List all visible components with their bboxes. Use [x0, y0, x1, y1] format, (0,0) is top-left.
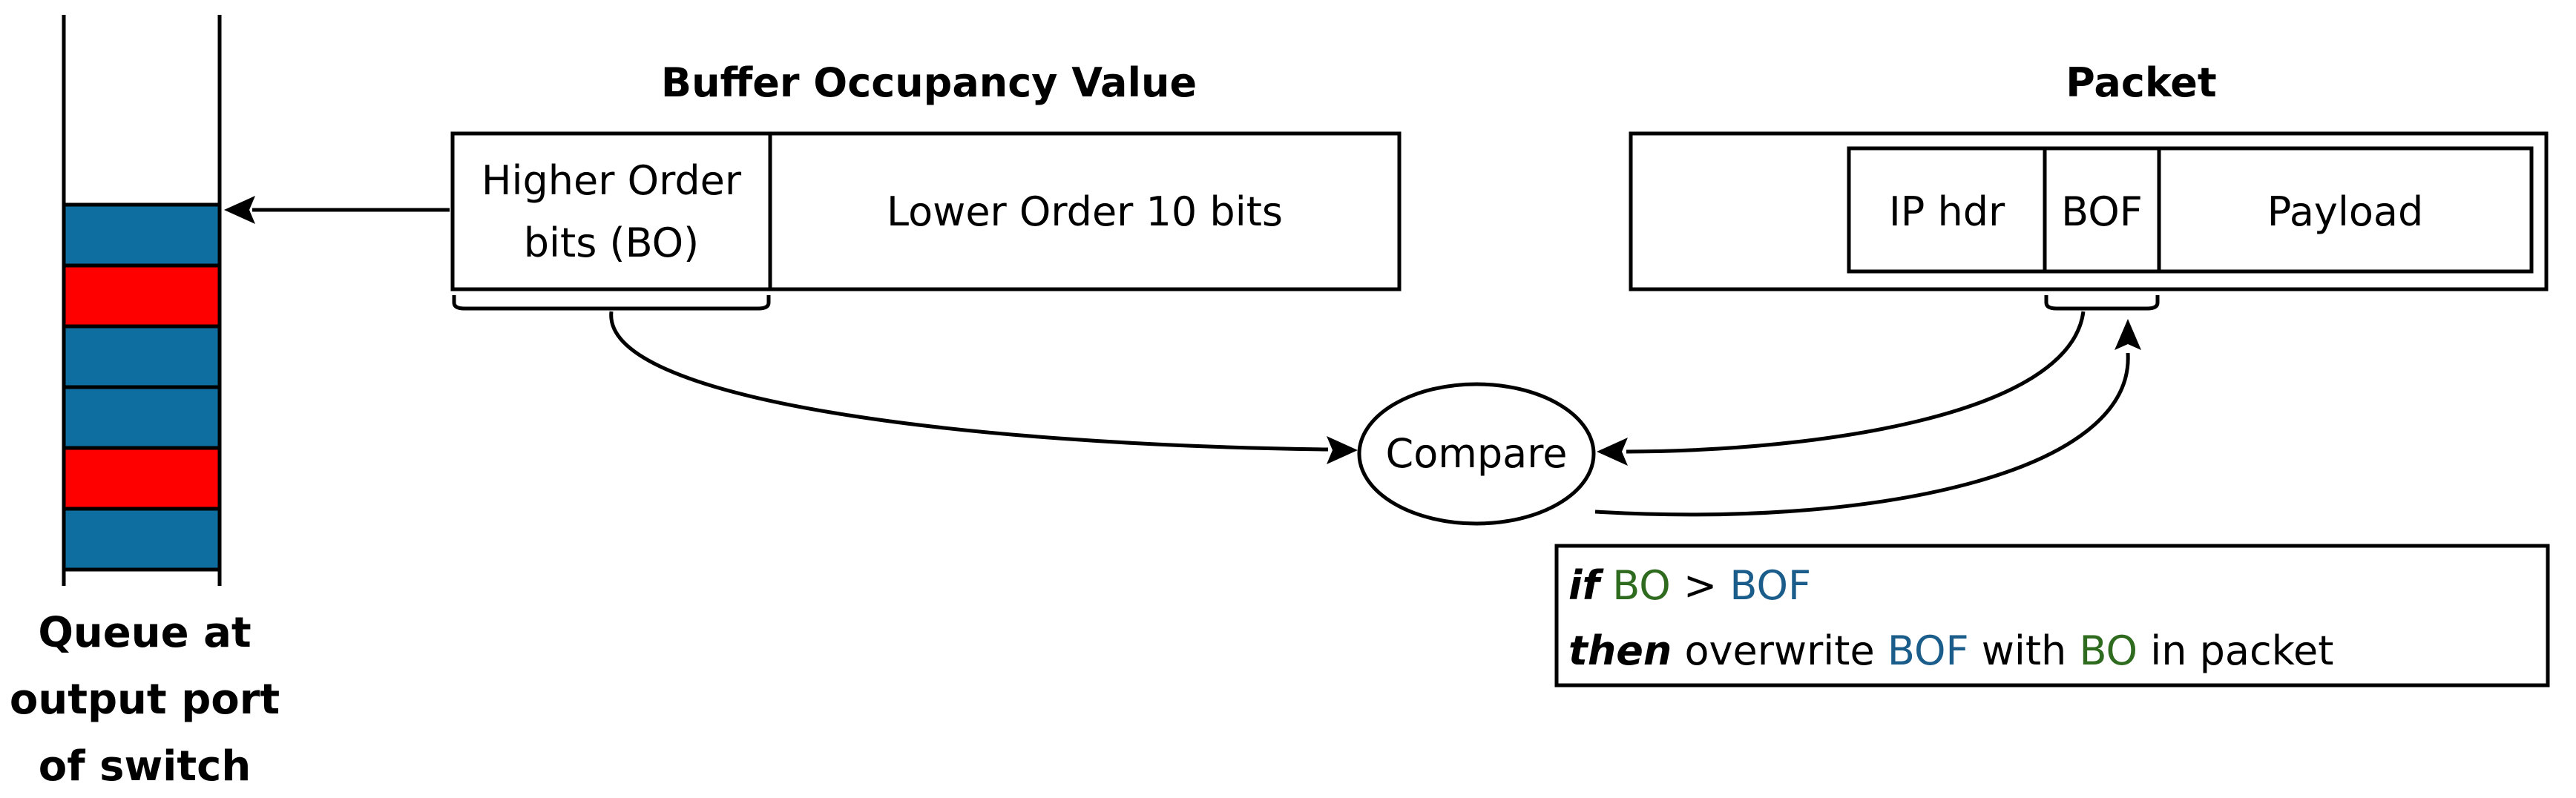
rule-if-keyword: if [1568, 562, 1605, 609]
buffer-high-bits-label-1: Higher Order [482, 157, 742, 204]
arrowhead-bof [2115, 319, 2141, 350]
queue-cell-blue [62, 507, 222, 572]
buffer-high-bits-cell [450, 131, 772, 291]
rule-line-if: if BO > BOF [1568, 562, 1811, 609]
buffer-value-box: Higher Order bits (BO) Lower Order 10 bi… [450, 131, 1402, 291]
packet-title: Packet [2066, 59, 2216, 106]
buffer-low-bits-cell [768, 131, 1402, 291]
rule-if-gt: > [1683, 562, 1717, 609]
rule-then-bof: BOF [1887, 627, 1969, 674]
rule-then-overwrite: overwrite [1685, 627, 1875, 674]
rule-if-bo: BO [1612, 562, 1671, 609]
rule-then-in-packet: in packet [2150, 627, 2333, 674]
buffer-low-bits-label: Lower Order 10 bits [887, 188, 1283, 235]
queue-cell-red [62, 263, 222, 329]
buffer-high-bits-brace [452, 295, 771, 311]
arrow-bof-to-compare [1626, 311, 2086, 454]
buffer-title: Buffer Occupancy Value [661, 59, 1197, 106]
queue-label-line-3: of switch [39, 742, 251, 791]
packet-bof-label: BOF [2061, 188, 2143, 235]
arrowhead-compare-right [1597, 438, 1628, 466]
arrowhead-compare-left [1327, 436, 1358, 464]
rule-then-with: with [1982, 627, 2067, 674]
compare-label: Compare [1386, 430, 1568, 477]
rule-line-then: then overwrite BOF with BO in packet [1568, 627, 2333, 674]
compare-node [1357, 382, 1596, 526]
packet-bof-brace [2044, 295, 2160, 311]
packet-ip-hdr-label: IP hdr [1889, 188, 2005, 235]
rule-box [1554, 544, 2550, 687]
queue-cells [62, 202, 222, 572]
queue-label-line-2: output port [10, 676, 280, 724]
queue-label-line-1: Queue at [38, 609, 251, 657]
rule-then-keyword: then [1568, 627, 1672, 674]
queue [62, 15, 222, 586]
queue-cell-blue [62, 324, 222, 389]
arrowhead-queue [224, 196, 255, 224]
packet-payload-cell [2157, 146, 2534, 274]
arrow-bo-to-compare [609, 311, 1329, 452]
rule-then-bo: BO [2079, 627, 2138, 674]
packet-ip-hdr-cell [1847, 146, 2047, 274]
arrow-compare-to-bof [1594, 352, 2130, 517]
packet-payload-label: Payload [2267, 188, 2424, 235]
queue-cell-blue [62, 385, 222, 450]
queue-cell-blue [62, 202, 222, 268]
queue-cell-red [62, 446, 222, 511]
buffer-high-bits-label-2: bits (BO) [524, 220, 700, 266]
packet-box: IP hdr BOF Payload [1629, 131, 2549, 291]
rule-if-bof: BOF [1729, 562, 1811, 609]
